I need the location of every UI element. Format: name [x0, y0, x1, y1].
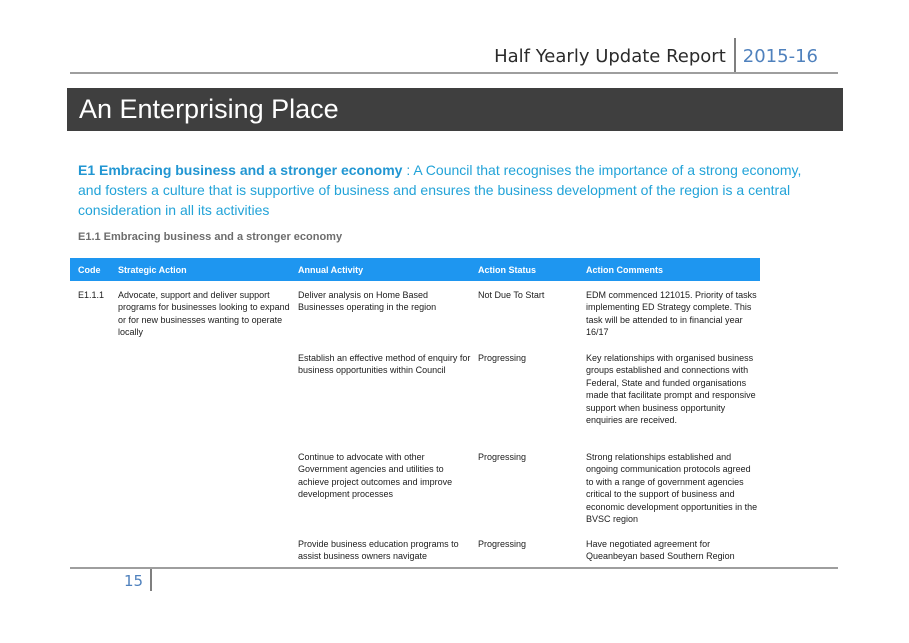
- section-banner: An Enterprising Place: [67, 88, 843, 131]
- table-row: Continue to advocate with other Governme…: [70, 451, 760, 538]
- subsection-heading: E1.1 Embracing business and a stronger e…: [78, 231, 343, 243]
- cell-annual-activity: Establish an effective method of enquiry…: [298, 353, 471, 376]
- report-title: Half Yearly Update Report: [494, 45, 726, 67]
- cell-strategic-action: Advocate, support and deliver support pr…: [118, 290, 290, 338]
- table-row: E1.1.1 Advocate, support and deliver sup…: [70, 289, 760, 352]
- cell-action-comments: Key relationships with organised busines…: [586, 353, 756, 426]
- header-action-status: Action Status: [478, 265, 537, 275]
- cell-action-comments: Have negotiated agreement for Queanbeyan…: [586, 539, 735, 562]
- cell-action-status: Not Due To Start: [478, 290, 545, 300]
- table-row: Establish an effective method of enquiry…: [70, 352, 760, 451]
- cell-annual-activity: Continue to advocate with other Governme…: [298, 452, 453, 500]
- report-header: Half Yearly Update Report 2015-16: [494, 38, 818, 74]
- intro-paragraph: E1 Embracing business and a stronger eco…: [78, 160, 818, 220]
- header-strategic-action: Strategic Action: [118, 265, 187, 275]
- cell-action-comments: Strong relationships established and ong…: [586, 452, 758, 525]
- page-number-divider: [150, 569, 152, 591]
- cell-action-status: Progressing: [478, 452, 527, 462]
- header-code: Code: [78, 265, 101, 275]
- cell-annual-activity: Deliver analysis on Home Based Businesse…: [298, 290, 437, 313]
- cell-action-status: Progressing: [478, 539, 527, 549]
- action-table: Code Strategic Action Annual Activity Ac…: [70, 258, 760, 564]
- table-header: Code Strategic Action Annual Activity Ac…: [70, 258, 760, 281]
- intro-text: A Council that recognises the importance…: [78, 162, 802, 218]
- report-year: 2015-16: [742, 45, 818, 67]
- cell-code: E1.1.1: [78, 290, 105, 300]
- cell-action-comments: EDM commenced 121015. Priority of tasks …: [586, 290, 757, 338]
- page-number: 15: [124, 572, 144, 590]
- footer-rule: [70, 567, 838, 569]
- header-action-comments: Action Comments: [586, 265, 664, 275]
- table-row: Provide business education programs to a…: [70, 538, 760, 564]
- cell-annual-activity: Provide business education programs to a…: [298, 539, 459, 562]
- header-annual-activity: Annual Activity: [298, 265, 364, 275]
- intro-separator: :: [402, 162, 414, 178]
- cell-action-status: Progressing: [478, 353, 527, 363]
- header-divider: [733, 38, 736, 74]
- intro-heading: E1 Embracing business and a stronger eco…: [78, 162, 403, 178]
- header-rule: [70, 72, 838, 74]
